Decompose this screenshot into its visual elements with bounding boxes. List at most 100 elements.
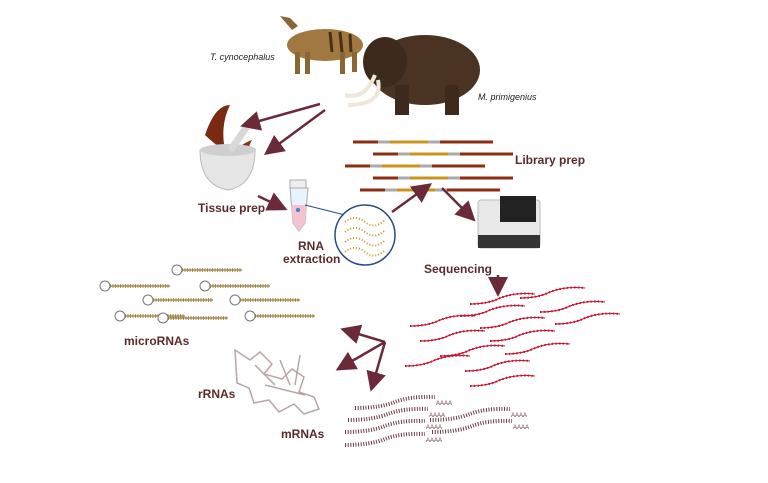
microrna-hairpin (229, 294, 300, 306)
label-micrornas: microRNAs (124, 334, 190, 348)
rrna-structure (234, 348, 321, 415)
insert-segment (390, 140, 428, 144)
library-fragment (353, 140, 493, 144)
step-label-sequencing: Sequencing (424, 262, 493, 276)
barcode-segment (420, 164, 432, 168)
insert-segment (410, 152, 448, 156)
sequencing-read (464, 359, 531, 372)
sequencing-read (439, 344, 506, 357)
rna-tube-icon (289, 179, 309, 232)
mrna-strand: AAAA (431, 418, 529, 434)
library-fragment (373, 152, 513, 156)
sequencer-image (477, 196, 541, 249)
mrna-strand: AAAA (344, 418, 442, 434)
species-label-thylacine: T. cynocephalus (210, 52, 275, 62)
label-rrnas: rRNAs (198, 387, 236, 401)
mrna-body (354, 394, 436, 410)
mrna-body (344, 431, 426, 447)
mrna-strand: AAAA (347, 406, 445, 422)
sequencing-read (469, 374, 536, 387)
barcode-segment (448, 152, 460, 156)
microrna-loop (199, 280, 211, 292)
read-backbone (469, 375, 536, 387)
polya-tail: AAAA (436, 401, 452, 407)
read-backbone (504, 343, 571, 355)
label-mrnas: mRNAs (281, 427, 325, 441)
sequencing-read (479, 316, 546, 329)
step-label-library-prep: Library prep (515, 153, 586, 167)
rna-zoom-circle (304, 204, 396, 266)
read-backbone (469, 293, 536, 305)
insert-segment (397, 188, 435, 192)
microrna-hairpin (114, 310, 185, 322)
microrna-loop (142, 294, 154, 306)
microrna-loop (114, 310, 126, 322)
microrna-loop (171, 264, 183, 276)
polya-tail: AAAA (429, 413, 445, 419)
library-fragment (373, 176, 513, 180)
microrna-hairpin (142, 294, 213, 306)
step-label-tissue-prep: Tissue prep (198, 201, 266, 215)
sequencing-read (419, 329, 486, 342)
barcode-segment (398, 152, 410, 156)
rna-strand (344, 237, 386, 247)
microrna-loop (229, 294, 241, 306)
thylacine-image (280, 16, 363, 74)
polya-tail: AAAA (426, 438, 442, 444)
read-backbone (519, 287, 586, 299)
read-backbone (419, 330, 486, 342)
microrna-loop (99, 280, 111, 292)
insert-segment (382, 164, 420, 168)
sequencing-read (489, 329, 556, 342)
mammoth-image (344, 35, 480, 115)
sequencing-read (409, 314, 476, 327)
sequencing-read (554, 312, 621, 325)
rna-strand (344, 217, 386, 227)
sequencing-read (539, 300, 606, 313)
microrna-hairpin (244, 310, 315, 322)
read-backbone (439, 345, 506, 357)
step-label-rna-extraction: RNA extraction (283, 239, 341, 266)
read-backbone (554, 313, 621, 325)
microrna-hairpin (171, 264, 242, 276)
polya-tail: AAAA (426, 425, 442, 431)
microrna-loop (244, 310, 256, 322)
sequencing-read (519, 286, 586, 299)
read-backbone (464, 360, 531, 372)
sequencing-read (459, 304, 526, 317)
microrna-hairpin (99, 280, 170, 292)
barcode-segment (370, 164, 382, 168)
species-label-mammoth: M. primigenius (478, 92, 537, 102)
read-backbone (479, 317, 546, 329)
mortar-pestle-icon (199, 118, 256, 191)
library-fragment (345, 164, 485, 168)
microrna-hairpin (157, 312, 228, 324)
barcode-segment (428, 140, 440, 144)
read-backbone (409, 315, 476, 327)
rna-strand (344, 227, 386, 237)
library-fragments (345, 140, 513, 192)
barcode-segment (398, 176, 410, 180)
mrna-body (344, 418, 426, 434)
sequencing-read (504, 342, 571, 355)
sequencing-read (404, 354, 471, 367)
mrna-strand: AAAA (429, 406, 527, 422)
rna-strand (344, 247, 386, 257)
mrna-strand: AAAA (344, 431, 442, 447)
insert-segment (410, 176, 448, 180)
read-backbone (404, 355, 471, 367)
barcode-segment (385, 188, 397, 192)
workflow-arrows (240, 102, 508, 392)
read-backbone (539, 301, 606, 313)
sequencing-reads (404, 286, 621, 387)
mrna-body (431, 418, 513, 434)
barcode-segment (378, 140, 390, 144)
microrna-hairpin (199, 280, 270, 292)
mrna-body (429, 406, 511, 422)
barcode-segment (435, 188, 447, 192)
microrna-loop (157, 312, 169, 324)
microrna-hairpins (99, 264, 315, 324)
